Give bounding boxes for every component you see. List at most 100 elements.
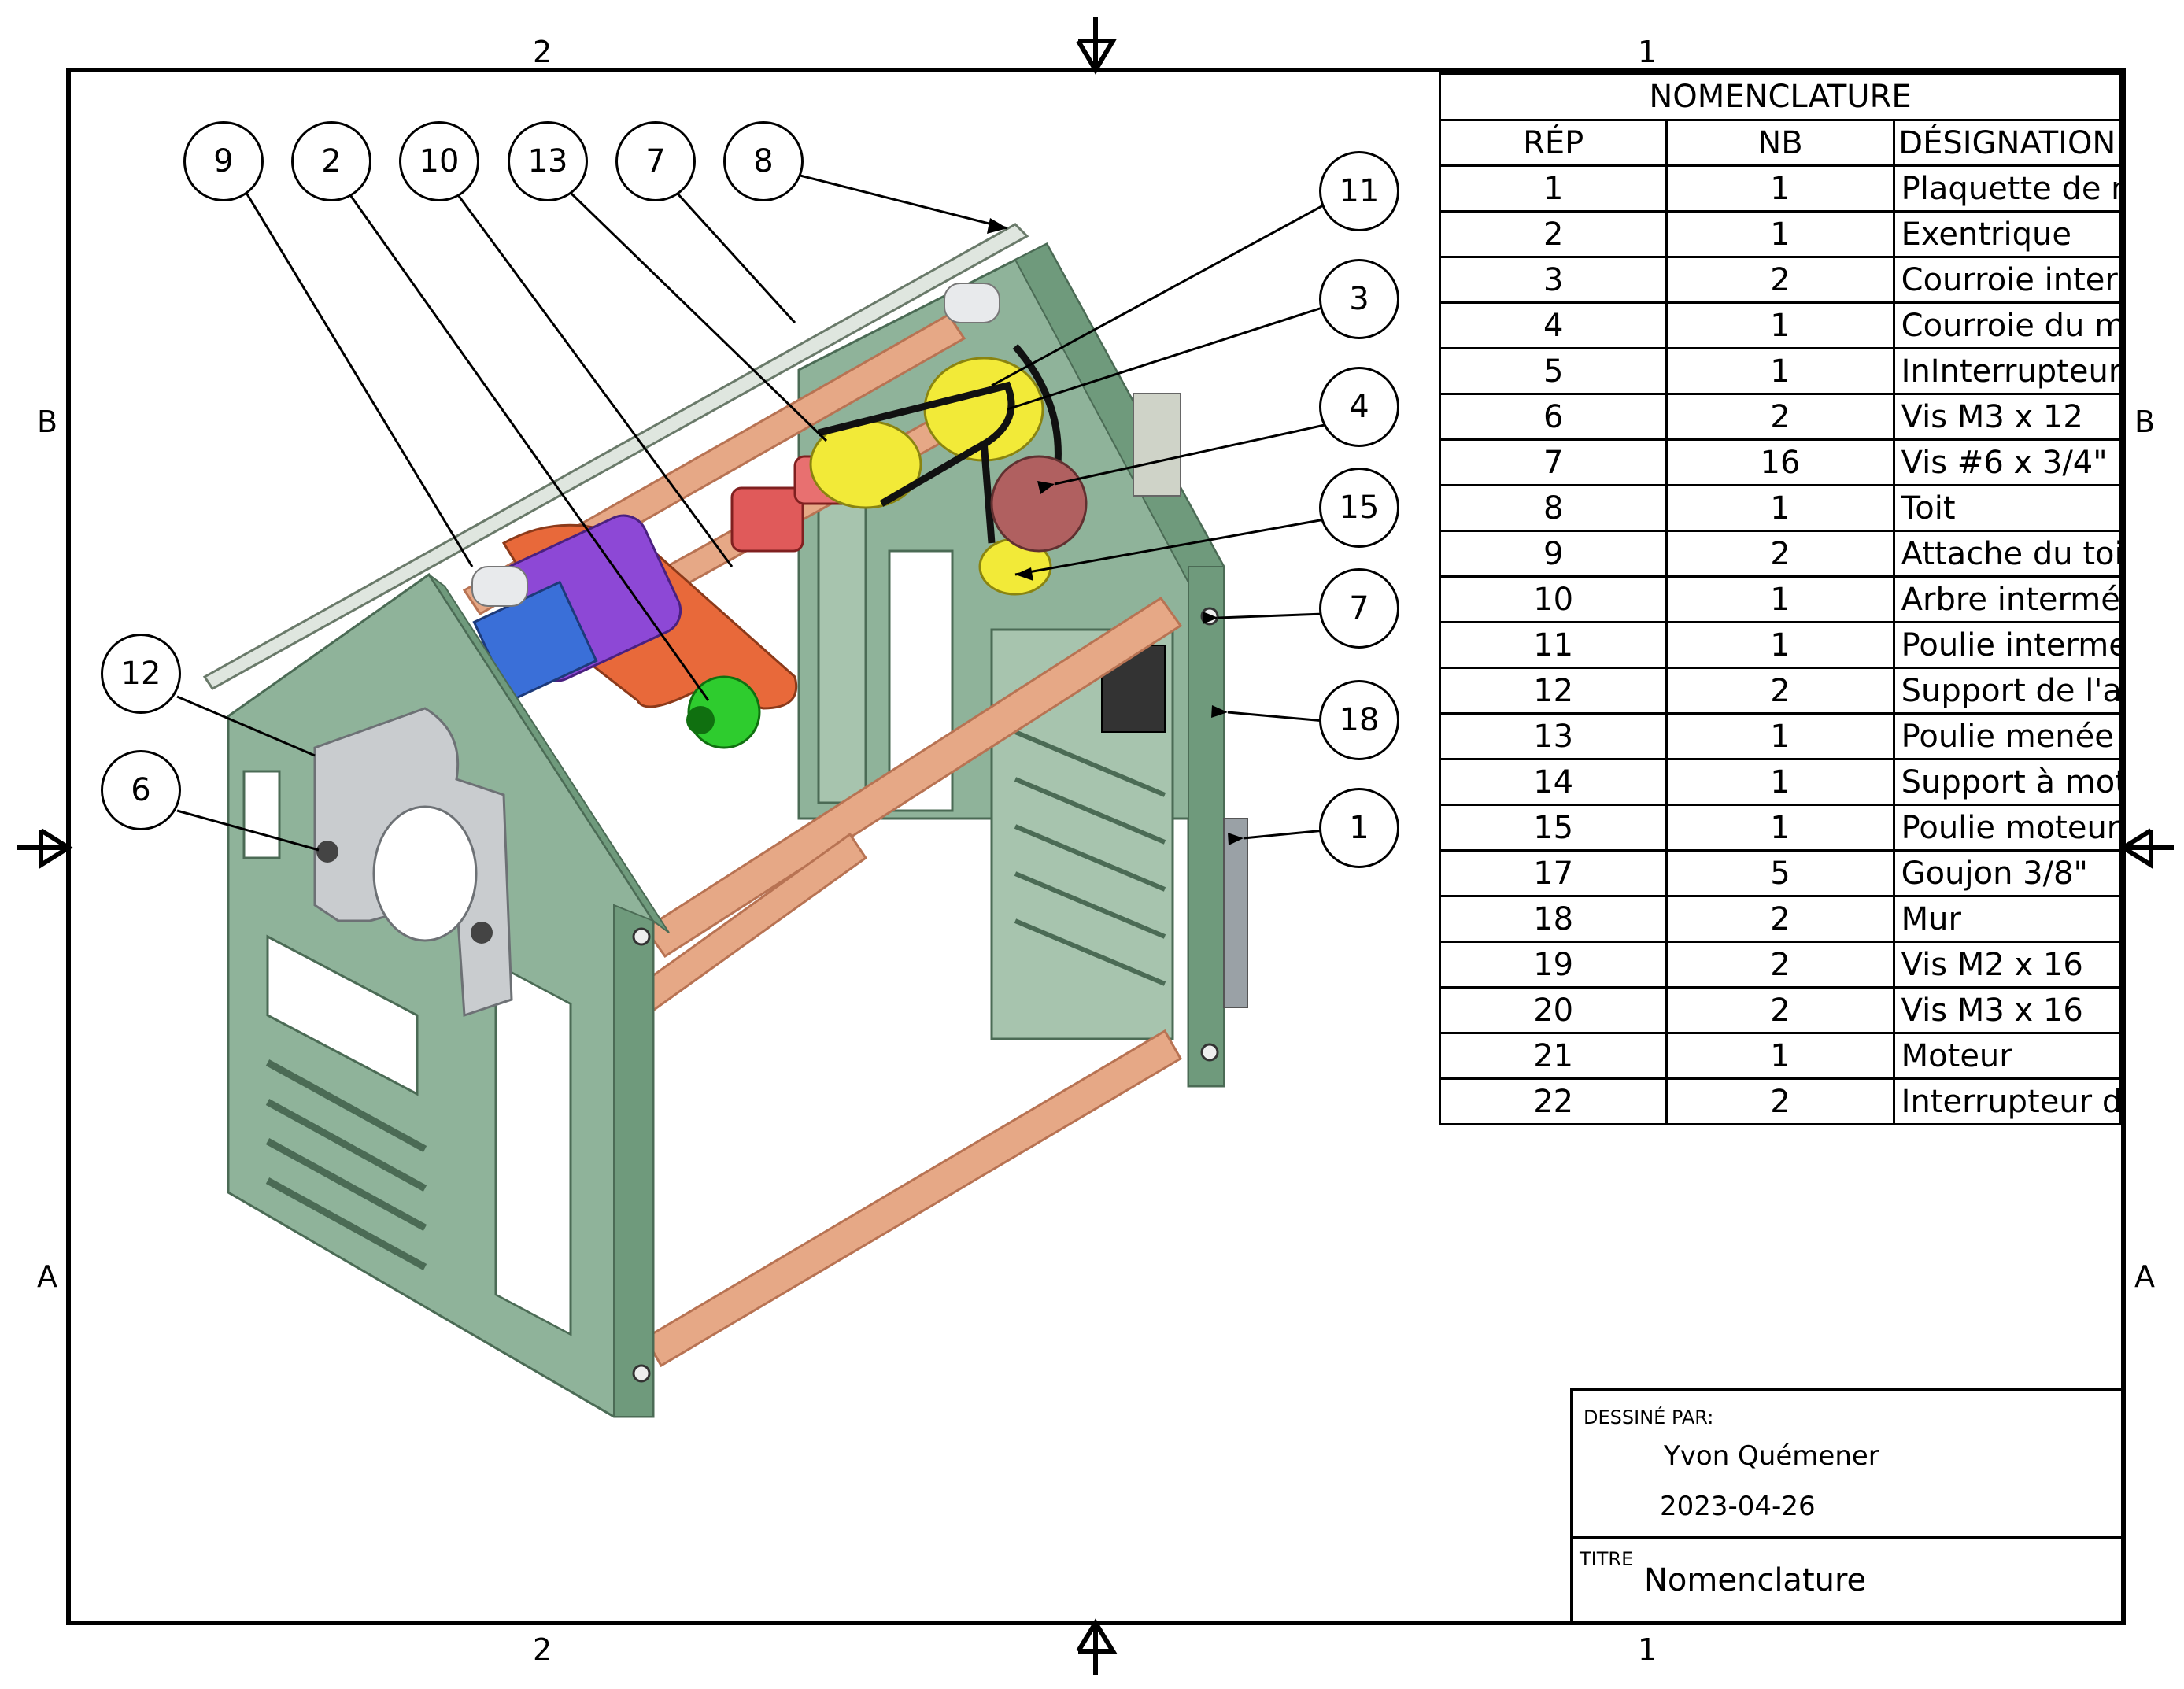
bom-cell-nb: 1: [1665, 758, 1895, 806]
bom-cell-nb: 1: [1665, 484, 1895, 532]
bom-cell-rep: 18: [1438, 895, 1668, 943]
zone-label-right-a: A: [2134, 1259, 2155, 1294]
bom-cell-nb: 1: [1665, 621, 1895, 669]
balloon-6: 6: [101, 750, 181, 830]
bom-cell-designation: Poulie intermediaire: [1892, 621, 2123, 669]
bom-cell-designation: Mur: [1892, 895, 2123, 943]
bom-cell-rep: 13: [1438, 712, 1668, 760]
bom-cell-rep: 15: [1438, 804, 1668, 852]
center-mark-left: [17, 828, 73, 870]
bom-cell-rep: 7: [1438, 438, 1668, 486]
zone-label-left-a: A: [37, 1259, 57, 1294]
leader-arrowheads: [987, 218, 1244, 845]
bom-caption: NOMENCLATURE: [1439, 72, 2122, 121]
balloon-12: 12: [101, 634, 181, 714]
bom-cell-designation: Poulie menée: [1892, 712, 2123, 760]
bom-cell-nb: 1: [1665, 164, 1895, 213]
bom-cell-nb: 2: [1665, 256, 1895, 304]
bom-cell-nb: 1: [1665, 210, 1895, 258]
bom-cell-nb: 2: [1665, 895, 1895, 943]
bom-cell-rep: 5: [1438, 347, 1668, 395]
bom-cell-rep: 2: [1438, 210, 1668, 258]
balloon-18: 18: [1319, 680, 1399, 760]
bom-header-rep: RÉP: [1438, 119, 1668, 167]
bom-cell-designation: Vis #6 x 3/4": [1892, 438, 2123, 486]
zone-label-top-2: 2: [533, 35, 552, 69]
bom-cell-nb: 5: [1665, 849, 1895, 897]
drawing-title: Nomenclature: [1644, 1562, 1867, 1598]
bom-cell-designation: Moteur: [1892, 1032, 2123, 1080]
bom-cell-designation: InInterrupteur principal: [1892, 347, 2123, 395]
balloon-11: 11: [1319, 151, 1399, 231]
bom-cell-rep: 3: [1438, 256, 1668, 304]
bom-cell-nb: 2: [1665, 1077, 1895, 1125]
bom-cell-designation: Goujon 3/8": [1892, 849, 2123, 897]
bom-header-designation: DÉSIGNATION: [1892, 119, 2123, 167]
balloon-13: 13: [508, 121, 588, 201]
center-mark-top: [1076, 17, 1118, 75]
bom-cell-nb: 1: [1665, 347, 1895, 395]
balloon-9: 9: [183, 121, 264, 201]
balloon-10: 10: [399, 121, 479, 201]
bom-cell-designation: Attache du toit: [1892, 530, 2123, 578]
title-block: DESSINÉ PAR: Yvon Quémener 2023-04-26 TI…: [1570, 1388, 2123, 1623]
bom-cell-rep: 19: [1438, 941, 1668, 989]
bom-cell-designation: Vis M3 x 16: [1892, 986, 2123, 1034]
center-mark-bottom: [1076, 1618, 1118, 1675]
balloon-8: 8: [723, 121, 804, 201]
bom-cell-rep: 17: [1438, 849, 1668, 897]
bom-cell-rep: 22: [1438, 1077, 1668, 1125]
balloon-2: 2: [291, 121, 371, 201]
title-block-divider: [1573, 1536, 2123, 1539]
bom-cell-designation: Courroie du moteur: [1892, 301, 2123, 349]
drawing-date: 2023-04-26: [1660, 1491, 1816, 1522]
bom-cell-nb: 2: [1665, 530, 1895, 578]
bom-cell-designation: Poulie moteur: [1892, 804, 2123, 852]
bom-cell-nb: 1: [1665, 575, 1895, 623]
balloon-1: 1: [1319, 788, 1399, 868]
bom-cell-rep: 14: [1438, 758, 1668, 806]
balloon-7-top: 7: [615, 121, 696, 201]
bom-cell-designation: Vis M2 x 16: [1892, 941, 2123, 989]
center-mark-right: [2119, 828, 2174, 870]
zone-label-top-1: 1: [1638, 35, 1657, 69]
bom-cell-nb: 1: [1665, 712, 1895, 760]
bom-cell-designation: Arbre intermédiaire: [1892, 575, 2123, 623]
zone-label-bottom-1: 1: [1638, 1632, 1657, 1667]
author-name: Yvon Quémener: [1664, 1440, 1879, 1472]
bom-cell-rep: 21: [1438, 1032, 1668, 1080]
bom-cell-rep: 20: [1438, 986, 1668, 1034]
bom-cell-rep: 4: [1438, 301, 1668, 349]
bom-cell-rep: 8: [1438, 484, 1668, 532]
bom-cell-nb: 2: [1665, 667, 1895, 715]
limit-switch: [1101, 645, 1166, 733]
zone-label-bottom-2: 2: [533, 1632, 552, 1667]
bom-cell-designation: Toit: [1892, 484, 2123, 532]
main-switch: [1223, 818, 1248, 1008]
drawn-by-label: DESSINÉ PAR:: [1583, 1406, 1714, 1428]
bom-cell-designation: Interrupteur de fin de course: [1892, 1077, 2123, 1125]
zone-label-left-b: B: [37, 405, 58, 439]
bom-cell-designation: Plaquette de montage: [1892, 164, 2123, 213]
bom-cell-rep: 12: [1438, 667, 1668, 715]
bom-cell-nb: 1: [1665, 301, 1895, 349]
roof: [202, 223, 1029, 690]
